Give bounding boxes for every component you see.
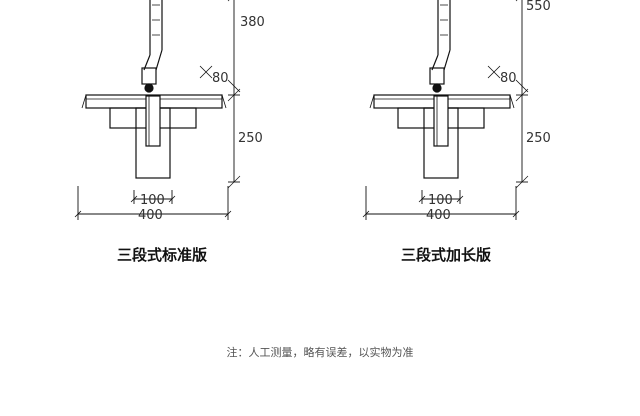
measurement-note: 注：人工测量，略有误差，以实物为准 xyxy=(226,346,414,359)
dim-arm: 380 xyxy=(240,15,265,30)
sink-unit-drawing xyxy=(369,0,515,179)
dim-offset: 80 xyxy=(212,71,229,86)
sink-unit-drawing xyxy=(81,0,227,179)
caption-extended: 三段式加长版 xyxy=(400,246,491,264)
dim-inner: 100 xyxy=(140,193,165,208)
dim-width: 400 xyxy=(426,208,451,223)
caption-standard: 三段式标准版 xyxy=(116,246,207,264)
dim-depth: 250 xyxy=(238,131,263,146)
diagram-standard: 380 80 250 100 400 xyxy=(74,0,265,223)
dim-inner: 100 xyxy=(428,193,453,208)
dim-width: 400 xyxy=(138,208,163,223)
dim-depth: 250 xyxy=(526,131,551,146)
diagram-extended: 550 80 250 100 400 xyxy=(362,0,551,223)
dim-arm: 550 xyxy=(526,0,551,14)
dim-offset: 80 xyxy=(500,71,517,86)
